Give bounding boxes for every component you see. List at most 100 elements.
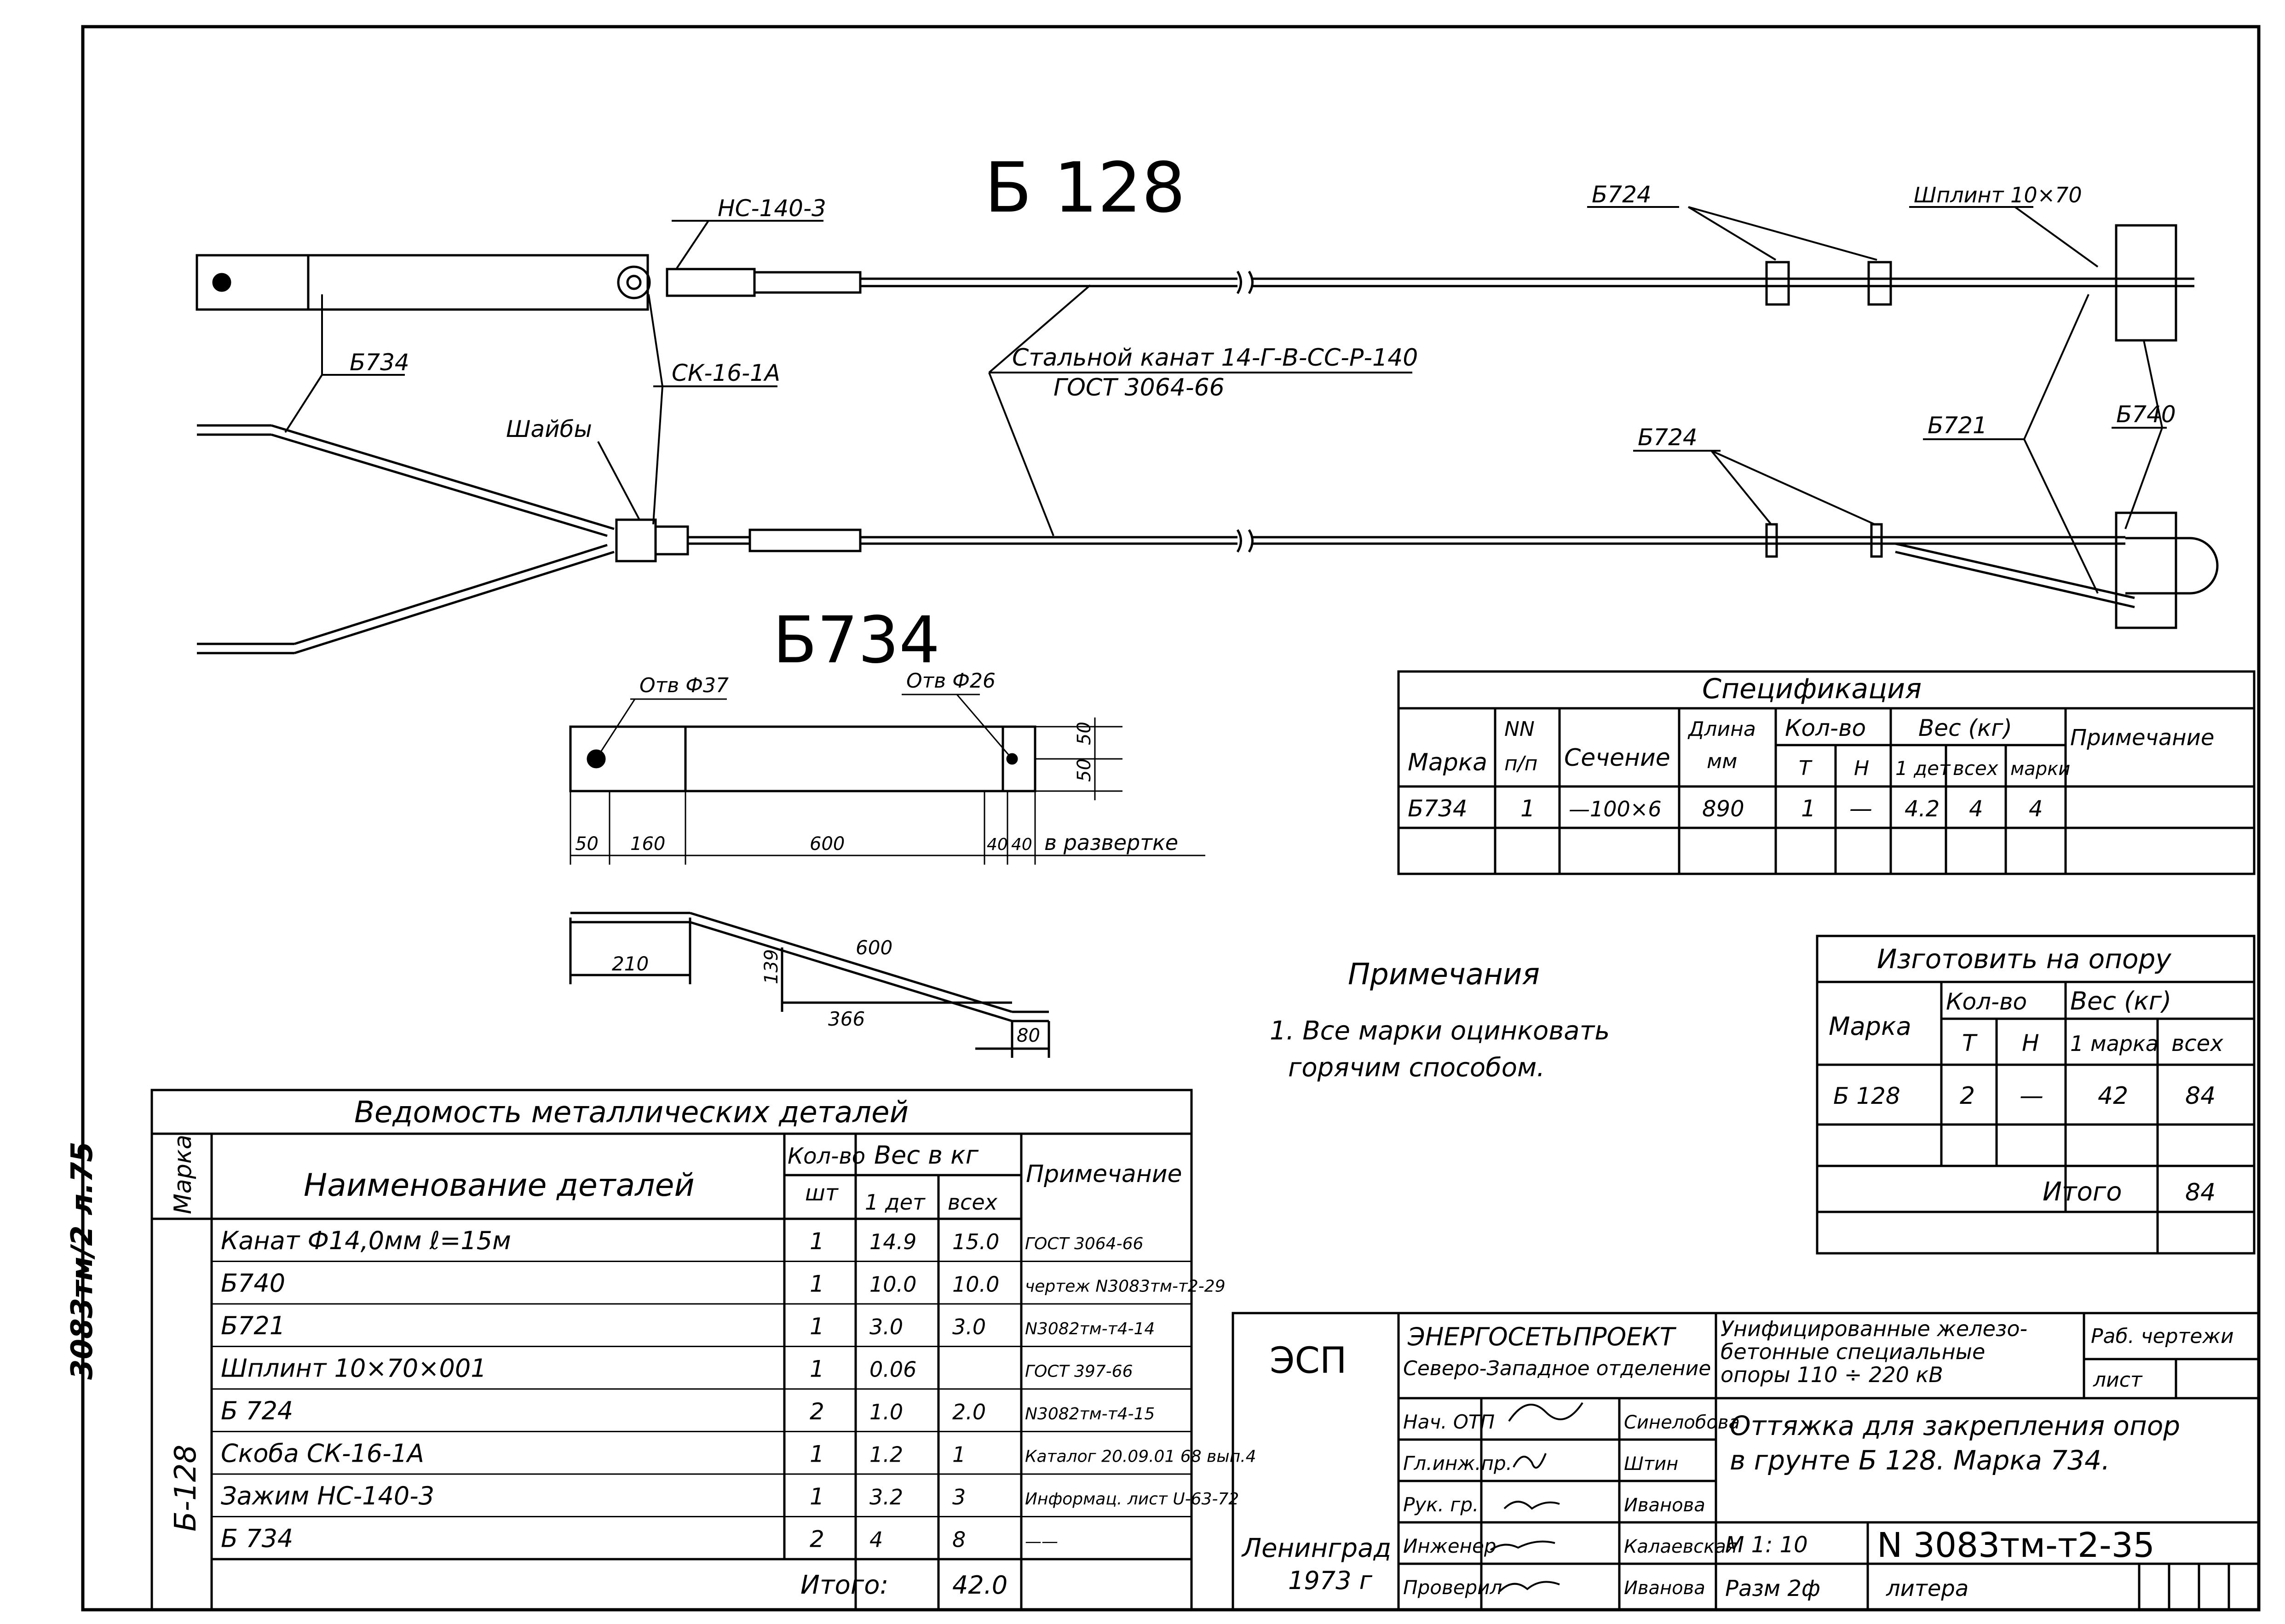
ved-total-label: Итого:	[800, 1570, 888, 1600]
make-h-qty: Кол-во	[1946, 988, 2027, 1015]
hole-37-label: Отв Ф37	[639, 674, 729, 697]
ved-cell-wall: 2.0	[952, 1400, 986, 1424]
assembly-view-b128: Б 128	[196, 148, 2219, 654]
spec-h-note: Примечание	[2070, 725, 2214, 751]
ved-cell-qty: 2	[810, 1398, 824, 1425]
stamp-proj-2: бетонные специальные	[1721, 1339, 1985, 1364]
ved-h-qty: Кол-во	[788, 1143, 865, 1169]
dim-210: 210	[612, 953, 649, 975]
label-split-pin: Шплинт 10×70	[1914, 183, 2082, 207]
ved-cell-qty: 1	[810, 1483, 824, 1510]
spec-h-length: Длина	[1687, 717, 1756, 741]
dim-bent-600: 600	[856, 936, 892, 959]
stamp-role: Рук. гр.	[1403, 1493, 1479, 1516]
side-note: 3083тм/2 л.75	[65, 1142, 99, 1380]
make-h-weight: Вес (кг)	[2070, 987, 2171, 1016]
stamp-person: Иванова	[1624, 1578, 1705, 1599]
dim-top: 50	[1074, 722, 1095, 745]
make-row-wall: 84	[2185, 1082, 2216, 1110]
signature-1	[1508, 1402, 1583, 1469]
ved-h-all: всех	[948, 1190, 998, 1215]
ved-cell-name: Б 724	[221, 1396, 293, 1425]
stamp-person: Иванова	[1624, 1495, 1705, 1516]
spec-h-qty: Кол-во	[1785, 715, 1866, 741]
spec-h-n: Н	[1854, 757, 1869, 780]
dim-40b: 40	[1011, 835, 1032, 854]
metal-parts-table: Ведомость металлических деталей Марка На…	[150, 1089, 1256, 1611]
label-hs-clamp: НС-140-3	[718, 195, 826, 222]
ved-h-name: Наименование деталей	[304, 1167, 695, 1204]
ved-cell-w1: 10.0	[869, 1272, 916, 1297]
ved-h-note: Примечание	[1026, 1160, 1182, 1188]
stamp-role: Гл.инж.пр.	[1403, 1452, 1512, 1475]
ved-cell-name: Канат Ф14,0мм ℓ=15м	[221, 1226, 511, 1255]
stamp-city: Ленинград	[1241, 1533, 1391, 1563]
make-h-n: Н	[2022, 1030, 2039, 1056]
stamp-work: Раб. чертежи	[2091, 1325, 2234, 1348]
notes: Примечания 1. Все марки оцинковать горяч…	[1270, 958, 1610, 1083]
ved-cell-w1: 4	[869, 1527, 883, 1552]
ved-cell-w1: 3.0	[869, 1314, 903, 1339]
ved-h-1det: 1 дет	[865, 1190, 926, 1215]
label-rope-1: Стальной канат 14-Г-В-СС-Р-140	[1012, 344, 1418, 372]
signature-2	[1490, 1501, 1560, 1592]
ved-cell-w1: 1.2	[869, 1442, 903, 1467]
unfolded-label: в развертке	[1044, 830, 1178, 855]
assembly-title: Б 128	[984, 148, 1186, 228]
label-shackle: СК-16-1А	[672, 360, 780, 386]
stamp-number: N 3083тм-т2-35	[1877, 1526, 2155, 1565]
stamp-litera: литера	[1886, 1576, 1968, 1601]
ved-cell-name: Б740	[221, 1269, 285, 1298]
stamp-esp: ЭСП	[1270, 1340, 1347, 1382]
stamp-person: Калаевская	[1624, 1536, 1737, 1557]
ved-cell-name: Б721	[221, 1311, 285, 1340]
label-b734: Б734	[350, 349, 409, 376]
ved-cell-qty: 1	[810, 1313, 824, 1340]
make-total-label: Итого	[2043, 1177, 2122, 1207]
stamp-size: Разм 2ф	[1725, 1576, 1820, 1601]
make-row-n: —	[2020, 1082, 2043, 1110]
ved-cell-note: ГОСТ 3064-66	[1025, 1234, 1143, 1253]
stamp-person: Штин	[1624, 1453, 1678, 1475]
ved-title: Ведомость металлических деталей	[354, 1096, 909, 1130]
label-b740: Б740	[2116, 401, 2176, 428]
make-title: Изготовить на опору	[1877, 943, 2171, 975]
ved-cell-name: Скоба СК-16-1А	[221, 1439, 424, 1468]
spec-row-t: 1	[1801, 795, 1816, 822]
dim-600: 600	[810, 833, 845, 855]
spec-h-weight: Вес (кг)	[1918, 715, 2012, 741]
stamp-org-2: Северо-Западное отделение	[1403, 1357, 1711, 1380]
spec-table: Спецификация Марка NN п/п Сечение Длина …	[1397, 670, 2256, 875]
make-row-mark: Б 128	[1833, 1083, 1900, 1109]
make-table: Изготовить на опору Марка Кол-во Вес (кг…	[1816, 935, 2256, 1255]
lower-projection	[197, 424, 2219, 654]
label-b724-bottom: Б724	[1638, 424, 1698, 451]
ved-cell-note: ——	[1025, 1532, 1058, 1551]
dim-bottom: 50	[1074, 758, 1095, 782]
hole-26-label: Отв Ф26	[906, 669, 996, 693]
ved-cell-note: Информац. лист U-63-72	[1025, 1490, 1239, 1509]
ved-cell-wall: 15.0	[952, 1229, 999, 1254]
ved-cell-wall: 10.0	[952, 1272, 999, 1297]
ved-row-lines	[212, 1261, 1191, 1560]
spec-row-length: 890	[1702, 796, 1744, 822]
dim-80: 80	[1017, 1025, 1040, 1046]
spec-row-section: —100×6	[1569, 797, 1662, 821]
dim-160: 160	[630, 833, 665, 855]
spec-row-w1: 4.2	[1905, 796, 1940, 822]
spec-h-marks: марки	[2010, 758, 2070, 780]
notes-line-2: горячим способом.	[1288, 1053, 1545, 1083]
dim-50: 50	[575, 833, 599, 855]
stamp-role: Инженер	[1403, 1535, 1496, 1557]
make-row-t: 2	[1960, 1082, 1975, 1110]
ved-cell-w1: 1.0	[869, 1400, 903, 1424]
ved-total: 42.0	[952, 1571, 1007, 1600]
ved-cell-name: Б 734	[221, 1524, 293, 1553]
ved-group-mark: Б-128	[169, 1445, 203, 1532]
notes-title: Примечания	[1348, 958, 1540, 992]
ved-cell-name: Зажим НС-140-3	[221, 1481, 434, 1510]
spec-h-1det: 1 дет	[1895, 757, 1951, 780]
